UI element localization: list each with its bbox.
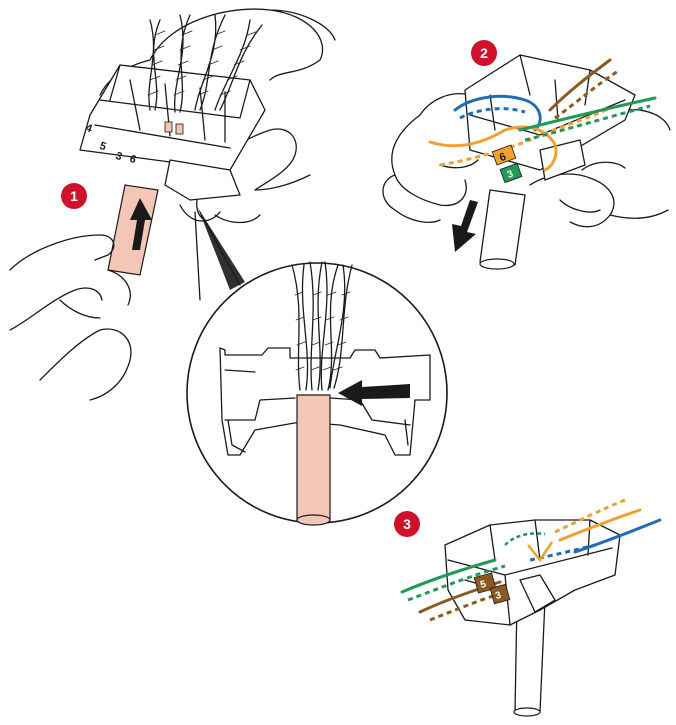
step3-jack-body [445, 520, 620, 625]
step-2-number: 2 [480, 45, 488, 61]
step2-left-hand [383, 94, 478, 223]
step-3-number: 3 [403, 516, 411, 532]
step-2-illustration: 2 6 3 [383, 40, 670, 269]
step2-cable [480, 190, 525, 265]
arrow-down-icon [452, 200, 478, 252]
pink-cable [108, 185, 158, 275]
zoom-cable [297, 395, 330, 520]
step-3-illustration: 3 5 3 [394, 500, 660, 716]
zoom-detail [187, 208, 447, 525]
step-1-number: 1 [70, 188, 78, 204]
